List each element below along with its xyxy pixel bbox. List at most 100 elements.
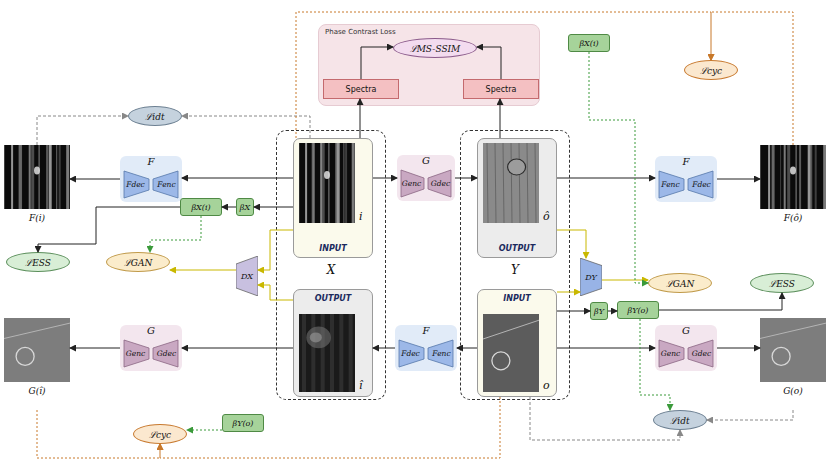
network-part: Gdec (151, 349, 182, 358)
connector (360, 99, 361, 138)
group-label: X (277, 263, 385, 277)
network-part: Gdec (426, 179, 455, 188)
connector (38, 207, 180, 252)
result-image: F(ô) (760, 145, 826, 237)
loss-name: ℒMS-SSIM (410, 42, 461, 55)
micrograph (760, 318, 826, 382)
image-panel: OUTPUTî (293, 289, 373, 397)
connector (707, 410, 793, 420)
loss-name: ℒidt (145, 110, 164, 123)
network-name: F (655, 156, 717, 168)
connector (254, 207, 293, 208)
image-row: i (299, 143, 367, 223)
micrograph (483, 314, 539, 392)
image-panel: iINPUT (293, 138, 373, 258)
group-label: Y (461, 263, 569, 277)
box-label: Spectra (486, 85, 517, 94)
domain-group: YôOUTPUT INPUTo (460, 130, 570, 400)
micrograph (299, 314, 355, 392)
loss-ellipse: ℒidt (128, 106, 182, 126)
micrograph (299, 143, 355, 223)
loss-name: ℒGAN (124, 256, 153, 269)
connector (258, 230, 293, 270)
connector (170, 270, 236, 271)
connector (557, 230, 586, 258)
connector (557, 292, 580, 293)
connector (455, 178, 477, 179)
image-caption: G(o) (783, 386, 803, 396)
image-panel: ôOUTPUT (477, 138, 557, 258)
weight-box: βY (590, 302, 608, 320)
network-part: Fenc (426, 349, 457, 358)
connector (37, 116, 128, 145)
generator-block: G GencGdec (655, 325, 717, 371)
network-part: Gdec (686, 349, 717, 358)
result-image: G(o) (760, 318, 826, 410)
network-name: F (395, 325, 457, 337)
weight-box: βX(i) (568, 34, 610, 52)
network-name: G (397, 155, 455, 167)
connector (182, 348, 293, 349)
connector (557, 311, 590, 312)
network-part: Fenc (151, 180, 182, 189)
weight-name: βX(i) (191, 203, 210, 212)
connector (477, 47, 501, 79)
generator-block: G GencGdec (397, 155, 455, 201)
loss-ellipse: ℒcyc (133, 424, 187, 444)
network-part: Genc (655, 349, 686, 358)
loss-name: ℒESS (25, 256, 51, 269)
loss-ellipse: ℒGAN (648, 273, 712, 293)
network-part: Fdec (395, 349, 426, 358)
loss-ellipse: ℒESS (750, 273, 814, 293)
weight-name: βY(o) (233, 419, 254, 428)
panel-role: OUTPUT (315, 294, 352, 303)
weight-box: βX(i) (180, 198, 222, 216)
connector (589, 52, 648, 283)
loss-ellipse: ℒGAN (106, 252, 170, 272)
network-part: Fenc (655, 180, 686, 189)
result-image: F(i) (4, 145, 70, 237)
loss-ellipse: ℒMS-SSIM (393, 38, 477, 58)
generator-block: GGencGdec (120, 325, 182, 371)
connector (296, 12, 711, 138)
connector (711, 12, 793, 145)
image-row: ô (483, 143, 551, 223)
box-label: Spectra (346, 85, 377, 94)
loss-ellipse: ℒcyc (684, 60, 738, 80)
spectra-box: Spectra (463, 79, 539, 99)
connector (187, 430, 222, 431)
weight-box: βY(o) (222, 414, 264, 432)
connector (640, 319, 670, 410)
image-symbol: i (359, 210, 363, 223)
network-part: Genc (397, 179, 426, 188)
connector (717, 348, 760, 349)
result-image: G(î) (4, 318, 70, 410)
micrograph (4, 145, 70, 209)
loss-name: ℒcyc (149, 428, 171, 441)
image-caption: G(î) (28, 386, 45, 396)
network-part: Fdec (120, 180, 151, 189)
network-part: Fdec (686, 180, 717, 189)
connector (160, 397, 500, 458)
panel-role: INPUT (319, 244, 347, 253)
connector (457, 348, 477, 349)
connector (182, 178, 293, 179)
network-name: G (655, 325, 717, 337)
generator-block: FFdecFenc (120, 156, 182, 202)
connector (602, 280, 648, 281)
image-panel: INPUTo (477, 289, 557, 397)
loss-name: ℒidt (670, 414, 689, 427)
generator-block: F FencFdec (655, 156, 717, 202)
connector (222, 207, 236, 208)
connector (182, 116, 310, 138)
loss-name: ℒESS (769, 277, 795, 290)
micrograph (4, 318, 70, 382)
micrograph (760, 145, 826, 209)
connector (373, 178, 397, 179)
connector (500, 99, 501, 138)
weight-name: βX(i) (579, 39, 598, 48)
discriminator: DX (236, 256, 258, 296)
connector (70, 348, 120, 349)
connector (608, 311, 617, 312)
connector (37, 410, 160, 458)
